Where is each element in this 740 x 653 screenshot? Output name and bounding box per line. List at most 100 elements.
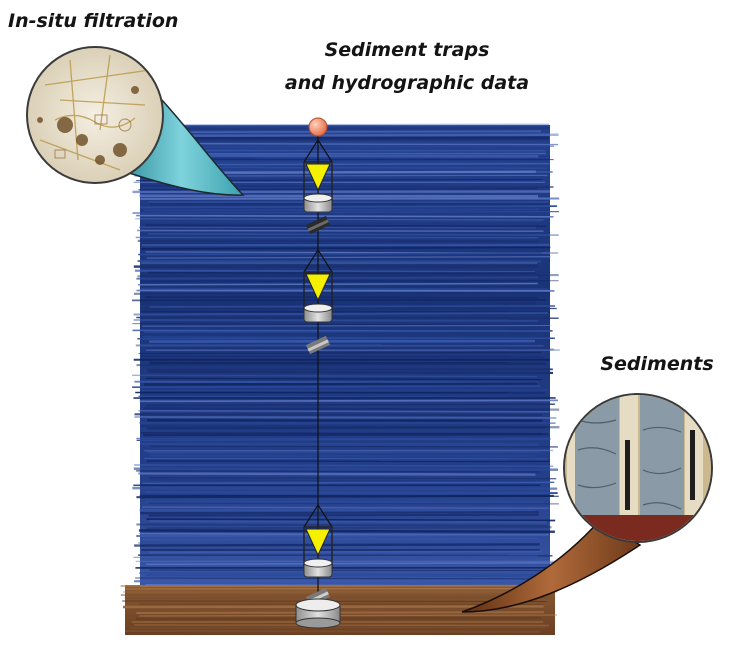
- water-brush-stroke: [134, 416, 557, 419]
- water-brush-stroke: [148, 370, 554, 374]
- water-brush-stroke: [139, 399, 559, 403]
- water-brush-stroke: [147, 450, 541, 454]
- seafloor-brush-stroke: [120, 594, 541, 597]
- water-brush-stroke: [137, 282, 538, 286]
- water-brush-stroke: [145, 403, 555, 407]
- water-brush-stroke: [136, 138, 549, 142]
- water-brush-stroke: [139, 509, 536, 513]
- water-brush-stroke: [145, 224, 547, 228]
- water-brush-stroke: [144, 491, 558, 495]
- water-brush-stroke: [132, 486, 558, 490]
- water-brush-stroke: [142, 324, 551, 327]
- water-brush-stroke: [137, 274, 559, 278]
- water-brush-stroke: [146, 518, 556, 522]
- water-brush-stroke: [132, 210, 560, 214]
- water-brush-stroke: [142, 506, 549, 510]
- water-brush-stroke: [149, 479, 536, 482]
- current-meter-icon: [305, 335, 331, 355]
- water-brush-stroke: [136, 494, 554, 499]
- water-brush-stroke: [146, 377, 543, 381]
- water-brush-stroke: [138, 529, 555, 534]
- water-brush-stroke: [146, 347, 554, 351]
- water-brush-stroke: [149, 305, 556, 308]
- water-brush-stroke: [146, 426, 560, 430]
- seafloor-brush-stroke: [129, 626, 546, 630]
- water-brush-stroke: [144, 500, 544, 504]
- water-brush-stroke: [132, 323, 540, 326]
- water-brush-stroke: [139, 572, 556, 576]
- seafloor-brush-stroke: [139, 614, 558, 617]
- water-brush-stroke: [141, 246, 551, 250]
- water-brush-stroke: [133, 467, 559, 471]
- water-brush-stroke: [143, 407, 560, 411]
- water-brush-stroke: [144, 382, 538, 386]
- anchor-weight-icon: [295, 598, 341, 629]
- water-brush-stroke: [136, 470, 541, 473]
- traps-label-line1: Sediment traps: [325, 39, 490, 61]
- water-brush-stroke: [140, 130, 541, 134]
- water-brush-stroke: [146, 256, 551, 259]
- water-brush-stroke: [139, 205, 558, 209]
- water-brush-stroke: [134, 413, 543, 416]
- water-brush-stroke: [140, 287, 548, 291]
- water-brush-stroke: [136, 363, 548, 367]
- water-brush-stroke: [140, 355, 544, 358]
- filtration-label: In-situ filtration: [8, 10, 178, 32]
- water-brush-stroke: [134, 464, 554, 468]
- ocean-water-column: [131, 123, 560, 595]
- water-brush-stroke: [136, 534, 548, 537]
- water-brush-stroke: [139, 145, 555, 149]
- water-brush-stroke: [140, 510, 539, 515]
- seafloor-brush-stroke: [125, 630, 541, 633]
- water-brush-stroke: [148, 477, 557, 480]
- water-brush-stroke: [138, 409, 550, 413]
- water-brush-stroke: [146, 561, 559, 566]
- water-brush-stroke: [140, 123, 550, 127]
- water-brush-stroke: [138, 252, 542, 256]
- water-brush-stroke: [139, 194, 539, 198]
- water-brush-stroke: [138, 226, 536, 229]
- water-brush-stroke: [147, 127, 550, 130]
- sediments-label: Sediments: [600, 353, 713, 375]
- water-brush-stroke: [141, 280, 559, 282]
- water-brush-stroke: [143, 329, 553, 333]
- water-brush-stroke: [140, 424, 546, 429]
- water-brush-stroke: [136, 523, 548, 527]
- water-brush-stroke: [135, 218, 544, 221]
- water-brush-stroke: [132, 133, 559, 138]
- water-brush-stroke: [145, 526, 552, 530]
- water-brush-stroke: [136, 214, 554, 218]
- water-brush-stroke: [131, 298, 547, 302]
- water-brush-stroke: [143, 433, 549, 437]
- water-brush-stroke: [132, 374, 538, 378]
- water-brush-stroke: [133, 319, 539, 322]
- water-brush-stroke: [147, 232, 559, 236]
- water-brush-stroke: [136, 316, 559, 319]
- water-brush-stroke: [149, 519, 547, 524]
- water-brush-stroke: [133, 142, 559, 146]
- water-brush-stroke: [133, 291, 548, 295]
- water-brush-stroke: [148, 513, 539, 517]
- water-brush-stroke: [145, 154, 539, 158]
- water-brush-stroke: [149, 339, 536, 343]
- water-brush-stroke: [145, 574, 559, 578]
- water-brush-stroke: [138, 472, 536, 476]
- water-brush-stroke: [134, 543, 540, 547]
- buoy-icon: [308, 117, 328, 137]
- water-brush-stroke: [145, 296, 538, 299]
- water-brush-stroke: [136, 276, 539, 280]
- water-brush-stroke: [136, 229, 544, 232]
- microscope-zoom-icon: [26, 46, 245, 196]
- water-brush-stroke: [138, 351, 542, 355]
- water-brush-stroke: [133, 312, 549, 316]
- water-brush-stroke: [142, 481, 555, 484]
- sediment-trap-icon: [303, 139, 333, 213]
- sediment-trap-icon: [303, 504, 333, 578]
- water-brush-stroke: [139, 442, 540, 446]
- water-brush-stroke: [139, 136, 549, 140]
- water-brush-stroke: [135, 577, 553, 580]
- water-brush-stroke: [136, 438, 551, 441]
- current-meter-icon: [305, 215, 331, 235]
